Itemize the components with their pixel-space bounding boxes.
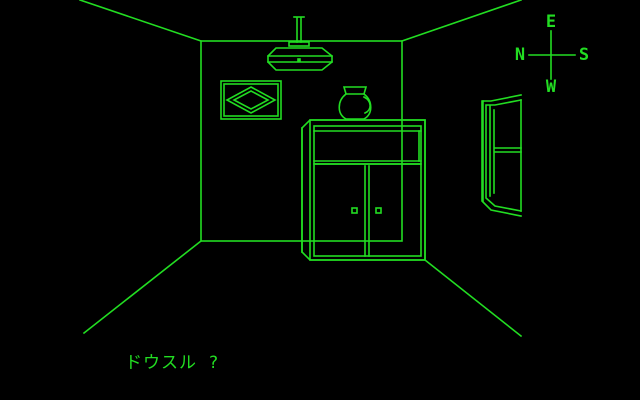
compass-icon (528, 30, 576, 80)
framed-picture-icon[interactable] (220, 80, 282, 120)
cabinet-icon[interactable] (301, 119, 426, 261)
cabinet-knob-left[interactable] (351, 207, 358, 214)
room-walls (78, 0, 523, 338)
ceiling-lamp-icon[interactable] (267, 16, 333, 71)
command-prompt[interactable]: ドウスル ? (80, 333, 233, 393)
command-prompt-text: ドウスル ? (124, 353, 220, 373)
cabinet-knob-right[interactable] (375, 207, 382, 214)
text-cursor (223, 354, 233, 370)
ceiling-edge-right (400, 0, 523, 43)
floor-edge-left (82, 239, 203, 335)
floor-edge-right (423, 258, 523, 338)
compass-south-label: S (578, 45, 590, 65)
ceiling-edge-left (78, 0, 203, 43)
compass-north-label: N (514, 45, 526, 65)
window-icon[interactable] (481, 94, 522, 217)
vase-icon[interactable] (338, 86, 372, 120)
compass-east-label: E (545, 12, 557, 32)
compass-west-label: W (545, 77, 557, 97)
